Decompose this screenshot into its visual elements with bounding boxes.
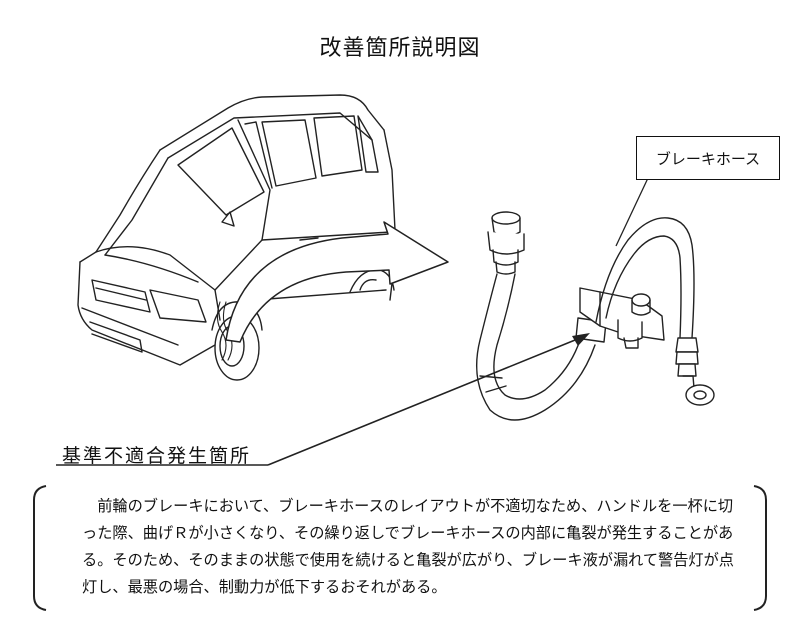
page-title: 改善箇所説明図 <box>319 36 481 61</box>
car-illustration <box>77 94 397 381</box>
brake-hose-label: ブレーキホース <box>636 136 780 180</box>
brake-hose-label-text: ブレーキホース <box>655 149 761 168</box>
brake-hose-illustration <box>475 211 715 421</box>
pointer-arrow <box>225 221 449 343</box>
description-brackets <box>33 485 767 611</box>
description-text: 前輪のブレーキにおいて、ブレーキホースのレイアウトが不適切なため、ハンドルを一杯… <box>82 497 734 596</box>
defect-location-label: 基準不適合発生箇所 <box>62 445 252 467</box>
hose-label-leader <box>615 177 649 247</box>
defect-leader <box>56 333 590 466</box>
description-box: 前輪のブレーキにおいて、ブレーキホースのレイアウトが不適切なため、ハンドルを一杯… <box>36 484 766 610</box>
